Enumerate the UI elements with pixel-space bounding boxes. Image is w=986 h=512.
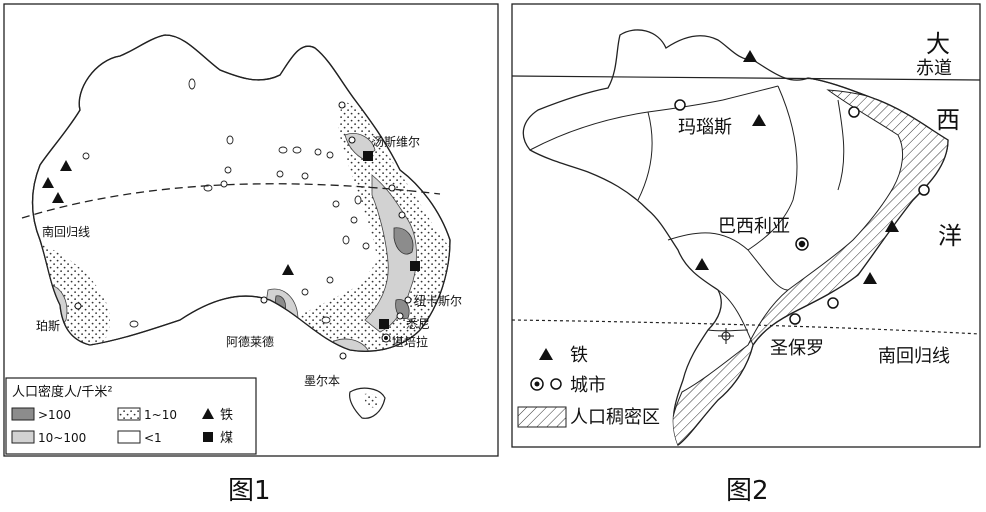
canberra-label: 堪培拉 — [392, 334, 428, 349]
legend-title: 人口密度人/千米² — [12, 384, 113, 400]
legend-label-iron-fig2: 铁 — [570, 345, 588, 366]
city-markers-fig2 — [674, 99, 930, 325]
figure1-legend: 人口密度人/千米² >100 10~100 1~10 <1 铁 煤 — [5, 377, 257, 455]
coal-icon — [410, 261, 420, 271]
coal-icon — [203, 432, 213, 442]
legend-label-iron: 铁 — [220, 408, 233, 423]
tropic-label-fig1: 南回归线 — [42, 224, 90, 239]
iron-icon — [752, 114, 766, 126]
coal-icon — [363, 151, 373, 161]
iron-markers-fig2 — [695, 50, 899, 284]
iron-icon — [202, 408, 214, 419]
iron-icon — [42, 177, 54, 188]
tropic-line-fig2 — [511, 319, 981, 335]
city-icon — [550, 378, 562, 390]
tropic-of-capricorn-line — [21, 183, 441, 219]
manaus-label: 玛瑙斯 — [678, 117, 732, 138]
legend-label-sparse: 1~10 — [144, 408, 177, 422]
iron-icon — [52, 192, 64, 203]
border-marker-icon — [718, 328, 734, 344]
tasmania-sparse-zone — [364, 393, 379, 408]
iron-icon — [885, 220, 899, 232]
legend-label-city: 城市 — [570, 375, 606, 396]
perth-label: 珀斯 — [36, 319, 60, 333]
figure1-caption: 图1 — [228, 476, 271, 506]
internal-borders — [529, 85, 845, 346]
iron-icon — [743, 50, 757, 62]
legend-swatch-medium — [11, 430, 35, 444]
iron-icon — [863, 272, 877, 284]
legend-label-lowest: <1 — [144, 431, 162, 445]
legend-swatch-sparse — [117, 407, 141, 421]
coal-markers-fig1 — [363, 151, 420, 329]
iron-icon — [695, 258, 709, 270]
east-coast-sparse-zone — [290, 100, 450, 352]
sydney-high-zone — [393, 227, 414, 255]
figure1-map: 南回归线 汤斯维尔 纽卡斯尔 悉尼 堪培拉 阿德莱德 珀斯 墨尔本 人口密度人/… — [3, 3, 499, 457]
legend-swatch-dense — [517, 406, 567, 428]
iron-icon — [60, 160, 72, 171]
legend-label-dense: 人口稠密区 — [570, 407, 660, 428]
iron-icon — [282, 264, 294, 275]
equator-line — [511, 75, 981, 81]
brasilia-label: 巴西利亚 — [718, 216, 790, 237]
sydney-label: 悉尼 — [406, 317, 430, 331]
coal-icon — [379, 319, 389, 329]
iron-markers-fig1 — [42, 160, 294, 275]
city-markers-fig1 — [74, 101, 412, 360]
melbourne-label: 墨尔本 — [304, 373, 340, 388]
figure2-caption: 图2 — [726, 476, 769, 506]
legend-label-coal: 煤 — [220, 431, 233, 446]
legend-label-medium: 10~100 — [38, 431, 86, 445]
brazil-coastline — [677, 77, 949, 446]
newcastle-label: 纽卡斯尔 — [414, 293, 462, 308]
ocean-label: 洋 — [938, 222, 962, 250]
equator-label: 赤道 — [916, 58, 952, 79]
saopaulo-label: 圣保罗 — [770, 338, 824, 359]
adelaide-label: 阿德莱德 — [226, 334, 274, 349]
iron-icon — [539, 348, 553, 360]
tropic-label-fig2: 南回归线 — [878, 346, 950, 367]
legend-swatch-high — [11, 407, 35, 421]
figure2-map: 大 赤道 南回归线 西 洋 玛瑙斯 巴西利亚 圣保罗 铁 城市 — [511, 3, 981, 448]
big-label: 大 — [926, 30, 950, 58]
west-label: 西 — [936, 106, 960, 134]
figure2-legend: 铁 城市 人口稠密区 — [517, 345, 660, 428]
legend-swatch-lowest — [117, 430, 141, 444]
inland-settlements — [82, 78, 370, 328]
legend-label-high: >100 — [38, 408, 71, 422]
townsville-label: 汤斯维尔 — [372, 134, 420, 149]
